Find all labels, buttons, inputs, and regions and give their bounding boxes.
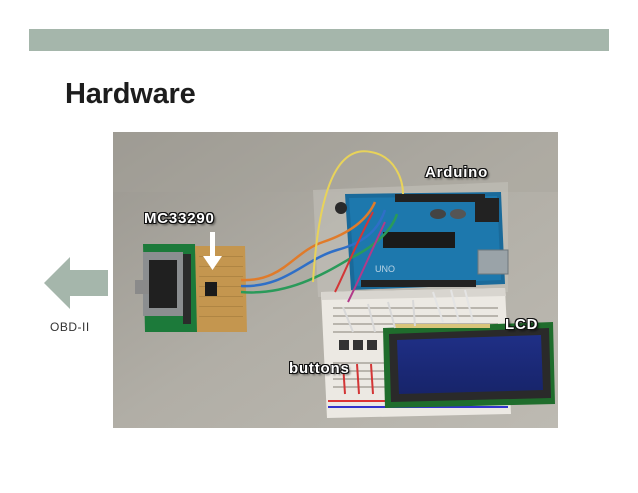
left-arrow-icon xyxy=(44,257,108,309)
buttons-label: buttons xyxy=(289,360,350,377)
obd-ii-label: OBD-II xyxy=(50,320,90,334)
slide-title: Hardware xyxy=(65,78,196,110)
title-band xyxy=(29,29,609,51)
svg-text:UNO: UNO xyxy=(375,264,395,274)
hardware-photo: UNO xyxy=(113,132,558,428)
arduino-label: Arduino xyxy=(425,164,489,181)
mc33290-label: MC33290 xyxy=(144,210,215,227)
lcd-label: LCD xyxy=(505,316,539,333)
